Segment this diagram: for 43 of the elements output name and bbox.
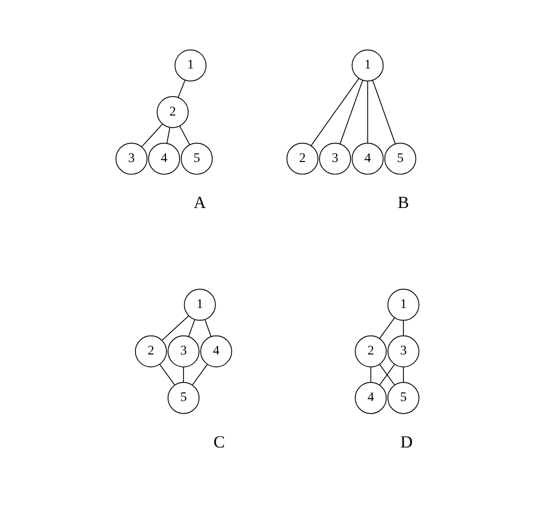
label: B xyxy=(397,193,409,212)
node-circle: 2 xyxy=(354,335,386,368)
connector xyxy=(402,320,404,336)
connector xyxy=(402,366,404,383)
connector xyxy=(378,364,395,386)
node-circle: 4 xyxy=(200,335,232,368)
node-circle: 5 xyxy=(386,382,419,414)
label: C xyxy=(213,432,224,452)
node-circle: 2 xyxy=(156,96,188,128)
node-circle: 3 xyxy=(167,335,199,368)
node-circle: 3 xyxy=(115,142,147,175)
node-circle: 1 xyxy=(386,288,419,321)
node-circle: 4 xyxy=(148,142,180,175)
connector xyxy=(378,317,395,339)
label: D xyxy=(400,432,412,452)
connector xyxy=(372,80,396,144)
connector xyxy=(158,364,175,386)
connector xyxy=(140,124,162,148)
node-circle: 2 xyxy=(134,335,166,368)
connector xyxy=(366,80,368,144)
node-circle: 5 xyxy=(167,382,199,414)
node-circle: 1 xyxy=(174,50,206,82)
node-circle: 4 xyxy=(351,142,384,175)
node-circle: 5 xyxy=(384,142,416,175)
connector xyxy=(166,127,170,144)
connector xyxy=(204,319,211,337)
node-circle: 5 xyxy=(180,142,212,175)
connector xyxy=(188,319,195,337)
connector xyxy=(191,364,208,386)
node-circle: 3 xyxy=(386,335,419,368)
node-circle: 1 xyxy=(183,288,216,321)
connector xyxy=(310,78,359,146)
label: A xyxy=(193,193,206,212)
node-circle: 1 xyxy=(351,50,384,82)
connector xyxy=(339,80,363,144)
node-circle: 2 xyxy=(286,142,318,175)
node-circle: 3 xyxy=(318,142,350,175)
connector xyxy=(161,315,189,341)
node-circle: 4 xyxy=(354,382,386,414)
connector xyxy=(182,366,184,383)
connector xyxy=(370,366,371,383)
connector xyxy=(178,126,190,146)
connector xyxy=(177,80,185,98)
